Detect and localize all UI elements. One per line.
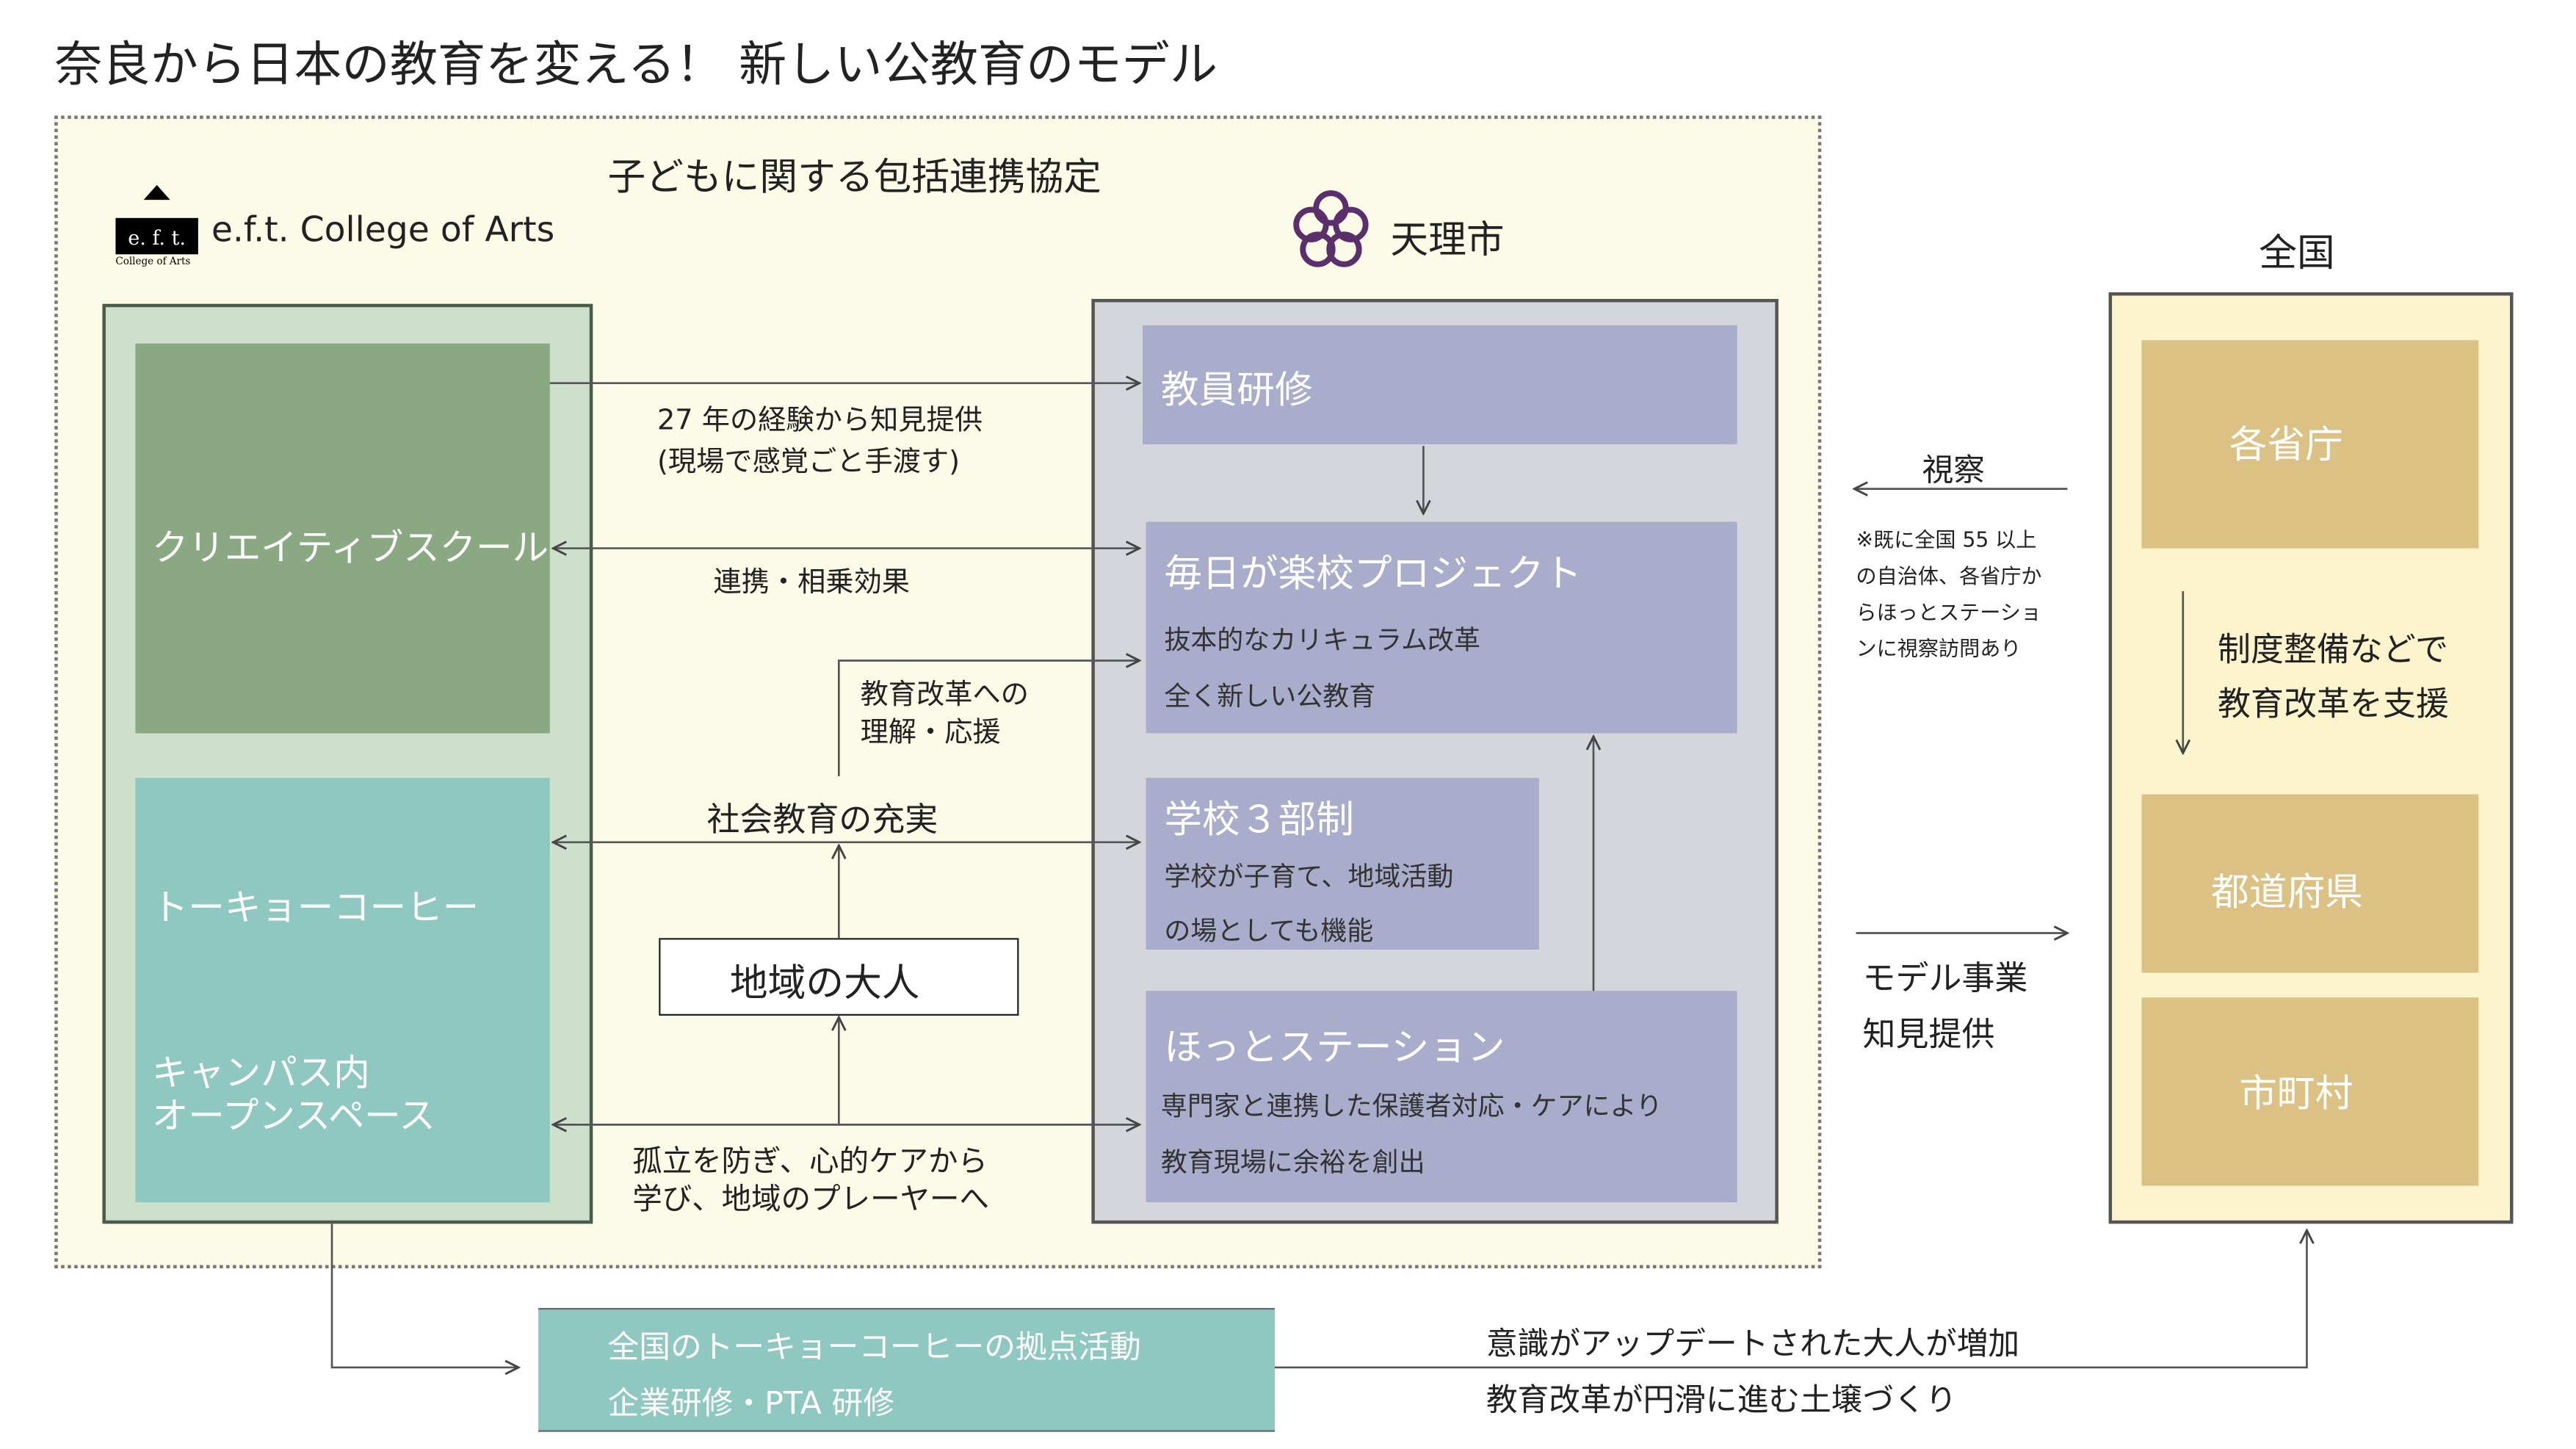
prefectures-label: 都道府県: [2211, 872, 2363, 915]
experience-line-1: 27 年の経験から知見提供: [656, 404, 983, 438]
campus-label-1: キャンパス内: [151, 1053, 370, 1095]
project-line-1: 抜本的なカリキュラム改革: [1164, 624, 1481, 656]
support-line-1: 教育改革への: [860, 679, 1029, 712]
hot-station-line-1: 専門家と連携した保護者対応・ケアにより: [1160, 1090, 1663, 1121]
teacher-training-label: 教員研修: [1160, 369, 1313, 413]
ministries-label: 各省庁: [2229, 424, 2343, 468]
social-education-label: 社会教育の充実: [706, 799, 938, 839]
hot-station-block: [1146, 991, 1737, 1203]
tokyo-coffee-block: [135, 778, 550, 1203]
eft-logo: e. f. t. College of Arts: [115, 184, 201, 271]
nationwide-arrow: [330, 1224, 518, 1367]
model-line-2: 知見提供: [1862, 1013, 1995, 1054]
creative-school-block: [135, 343, 550, 734]
project-block: [1146, 521, 1737, 734]
project-line-2: 全く新しい公教育: [1164, 680, 1376, 712]
creative-school-label: クリエイティブスクール: [151, 528, 549, 570]
inspection-note-1: ※既に全国 55 以上: [1856, 527, 2037, 552]
eft-name: e.f.t. College of Arts: [211, 209, 555, 250]
three-part-line-1: 学校が子育て、地域活動: [1164, 860, 1454, 892]
support-arrow: [837, 660, 1139, 776]
three-part-block: [1146, 778, 1539, 950]
tenri-flower-logo-icon: [1293, 190, 1369, 267]
inspection-label: 視察: [1922, 452, 1985, 489]
tokyo-coffee-label: トーキョーコーヒー: [151, 888, 480, 931]
result-line-2: 教育改革が円滑に進む土壌づくり: [1486, 1382, 1957, 1419]
result-line-1: 意識がアップデートされた大人が増加: [1486, 1326, 2020, 1363]
hot-station-line-2: 教育現場に余裕を創出: [1160, 1146, 1425, 1178]
national-support-1: 制度整備などで: [2218, 629, 2448, 669]
nationwide-activity-box: [538, 1307, 1275, 1432]
inspection-note-3: らほっとステーショ: [1856, 599, 2041, 625]
municipalities-block: [2141, 997, 2479, 1186]
inspection-note-4: ンに視察訪問あり: [1856, 635, 2022, 661]
three-part-line-2: の場としても機能: [1164, 914, 1374, 947]
experience-line-2: (現場で感覚ごと手渡す): [656, 446, 960, 480]
ministries-block: [2141, 340, 2479, 549]
local-adults-box: [659, 938, 1019, 1016]
nationwide-activity-line-2: 企業研修・PTA 研修: [607, 1385, 894, 1423]
national-support-2: 教育改革を支援: [2218, 683, 2449, 723]
inspection-note-2: の自治体、各省庁か: [1856, 563, 2042, 588]
municipalities-label: 市町村: [2239, 1073, 2354, 1117]
prefectures-block: [2141, 794, 2479, 973]
nationwide-activity-line-1: 全国のトーキョーコーヒーの拠点活動: [607, 1329, 1141, 1366]
teacher-training-block: [1143, 325, 1737, 444]
isolation-line-1: 孤立を防ぎ、心的ケアから: [632, 1144, 988, 1179]
project-title: 毎日が楽校プロジェクト: [1164, 553, 1582, 596]
result-arrow: [1274, 1230, 2307, 1369]
synergy-label: 連携・相乗効果: [713, 566, 911, 600]
local-adults-label: 地域の大人: [729, 962, 920, 1006]
national-title: 全国: [2259, 233, 2335, 276]
model-line-1: モデル事業: [1862, 958, 2028, 998]
tenri-name: 天理市: [1390, 220, 1505, 263]
hot-station-title: ほっとステーション: [1164, 1027, 1505, 1071]
agreement-title: 子どもに関する包括連携協定: [607, 156, 1101, 200]
support-line-2: 理解・応援: [860, 716, 1001, 750]
campus-label-2: オープンスペース: [151, 1096, 435, 1138]
page-title: 奈良から日本の教育を変える！ 新しい公教育のモデル: [54, 36, 1218, 93]
three-part-title: 学校３部制: [1164, 799, 1354, 842]
isolation-line-2: 学び、地域のプレーヤーへ: [632, 1182, 989, 1218]
